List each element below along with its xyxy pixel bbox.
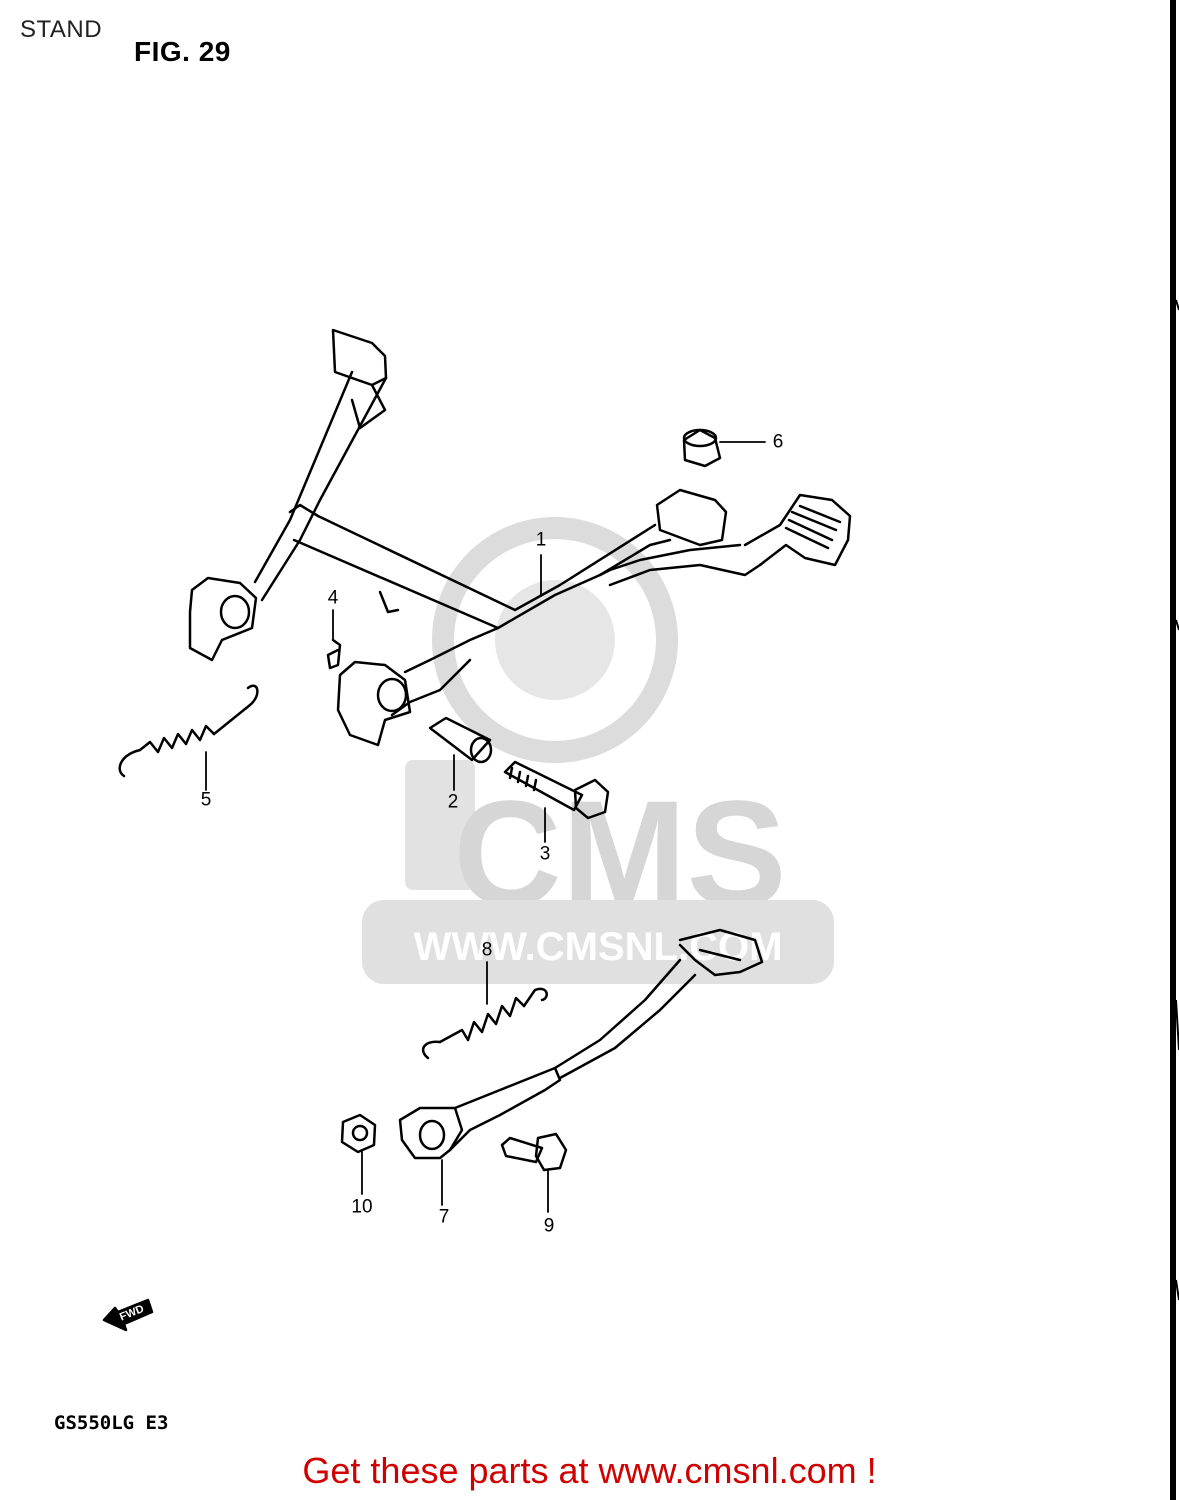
- callout-part-1: 1: [535, 529, 547, 551]
- spring-part-8: [421, 987, 548, 1060]
- callout-part-10: 10: [351, 1196, 373, 1218]
- cap-part-6: [682, 428, 722, 468]
- watermark-logo: CMS WWW.CMSNL.COM: [362, 517, 834, 984]
- bolt-part-9: [500, 1132, 568, 1172]
- section-title: STAND: [20, 16, 103, 43]
- callout-part-3: 3: [539, 843, 551, 865]
- callout-part-4: 4: [327, 587, 339, 609]
- right-page-border: [1170, 0, 1179, 1500]
- callout-part-7: 7: [438, 1206, 450, 1228]
- callout-part-8: 8: [481, 939, 493, 961]
- model-code: GS550LG E3: [54, 1412, 169, 1434]
- watermark-url: WWW.CMSNL.COM: [414, 925, 783, 969]
- callout-part-9: 9: [543, 1215, 555, 1237]
- center-stand-part-1: [188, 328, 852, 747]
- bolt-part-3: [503, 760, 610, 820]
- collar-part-2: [428, 716, 493, 764]
- callout-part-2: 2: [447, 791, 459, 813]
- side-stand-part-7: [398, 928, 764, 1160]
- forward-arrow-icon: [102, 1298, 154, 1332]
- callout-part-5: 5: [200, 789, 212, 811]
- spring-part-5: [118, 684, 259, 778]
- clip-part-4: [326, 638, 342, 670]
- get-parts-link[interactable]: Get these parts at www.cmsnl.com !: [302, 1450, 877, 1491]
- callout-part-6: 6: [772, 431, 784, 453]
- leader-lines: [205, 441, 766, 1213]
- figure-label: FIG. 29: [134, 36, 231, 67]
- nut-part-10: [340, 1113, 377, 1154]
